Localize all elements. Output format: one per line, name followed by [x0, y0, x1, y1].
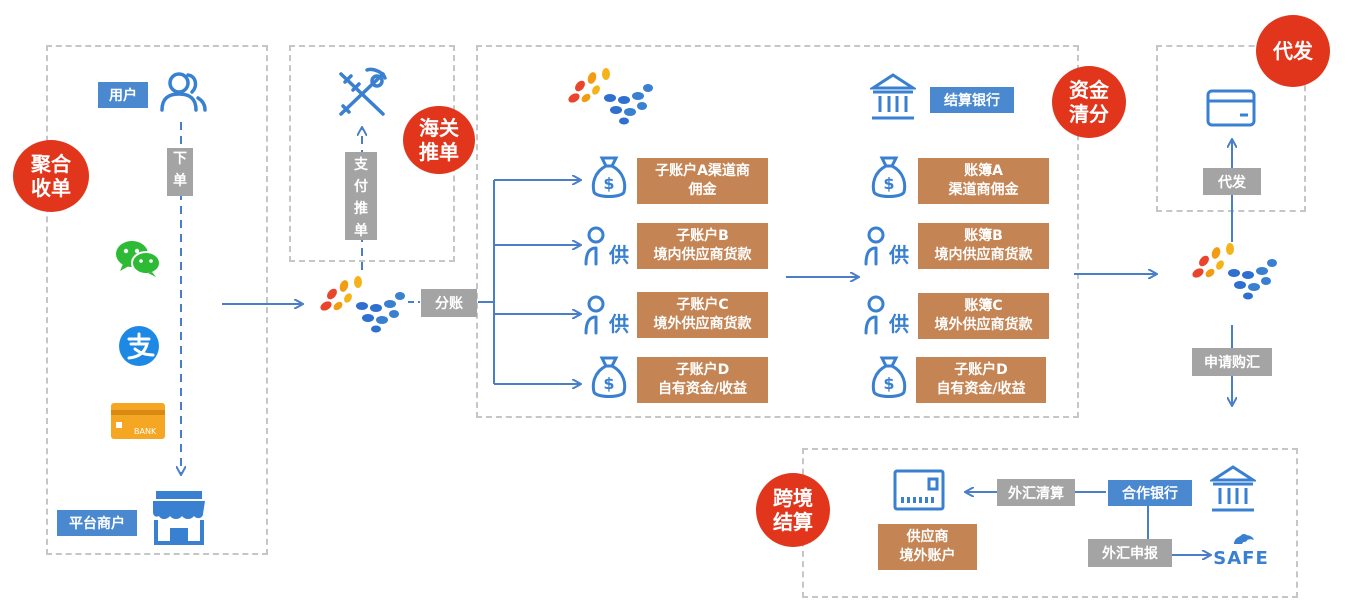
- crossborder-badge-line1: 跨境: [773, 486, 813, 510]
- split-label: 分账: [421, 289, 477, 317]
- payout-hub-logo: [1190, 243, 1278, 305]
- bank-card-text: BANK: [134, 427, 157, 436]
- sub-account-a-line1: 子账户A渠道商: [655, 163, 750, 179]
- customs-badge-line1: 海关: [419, 116, 459, 140]
- ledger-b: 账簿B 境内供应商货款: [918, 223, 1049, 269]
- customs-badge-line2: 推单: [419, 140, 459, 164]
- supplier-icon-ledger-b: 供: [864, 226, 914, 270]
- supplier-glyph-ledger-b: 供: [888, 243, 909, 266]
- crossborder-badge-line2: 结算: [773, 510, 813, 534]
- order-label-char2: 单: [173, 173, 187, 189]
- payment-push-char3: 推: [354, 201, 368, 217]
- partner-bank-label: 合作银行: [1108, 480, 1192, 506]
- payout-badge-text: 代发: [1273, 39, 1313, 63]
- sub-account-b: 子账户B 境内供应商货款: [637, 223, 768, 269]
- payment-push-char1: 支: [354, 157, 368, 173]
- ledger-d: 子账户D 自有资金/收益: [916, 357, 1046, 403]
- payment-push-char2: 付: [354, 179, 368, 195]
- fx-clear-label: 外汇清算: [997, 479, 1075, 506]
- aggregate-badge-line2: 收单: [31, 176, 71, 200]
- fx-report-label: 外汇申报: [1088, 539, 1172, 567]
- ledger-a: 账簿A 渠道商佣金: [918, 158, 1049, 204]
- supplier-icon-ledger-c: 供: [864, 295, 914, 339]
- payout-label: 代发: [1203, 168, 1261, 195]
- user-label: 用户: [98, 82, 148, 108]
- svg-text:$: $: [603, 374, 614, 393]
- bank-card-icon: [110, 402, 166, 444]
- wechat-icon: [114, 238, 162, 282]
- svg-text:$: $: [883, 174, 894, 193]
- svg-text:$: $: [603, 174, 614, 193]
- sub-account-c: 子账户C 境外供应商货款: [637, 292, 768, 338]
- sub-account-c-line1: 子账户C: [676, 297, 729, 313]
- sub-account-d: 子账户D 自有资金/收益: [637, 357, 768, 403]
- sub-account-d-line1: 子账户D: [675, 362, 730, 378]
- sub-account-a-line2: 佣金: [688, 182, 717, 198]
- sub-account-a: 子账户A渠道商 佣金: [637, 158, 768, 204]
- store-icon: [150, 488, 208, 550]
- funds-badge-line2: 清分: [1069, 102, 1109, 126]
- ledger-c-line1: 账簿C: [964, 298, 1003, 314]
- users-icon: [158, 70, 208, 118]
- partner-bank-icon: [1207, 464, 1259, 518]
- supplier-overseas-account: 供应商 境外账户: [878, 524, 977, 570]
- payment-hub-logo: [318, 276, 406, 338]
- supplier-glyph-ledger-c: 供: [888, 312, 909, 335]
- ledger-d-line1: 子账户D: [954, 362, 1008, 378]
- merchant-label: 平台商户: [57, 510, 137, 536]
- supplier-overseas-line1: 供应商: [906, 529, 949, 545]
- pos-terminal-icon: [893, 469, 945, 515]
- bank-building-icon: [867, 72, 919, 126]
- order-label-char1: 下: [173, 151, 187, 167]
- sub-account-b-line1: 子账户B: [676, 228, 729, 244]
- sub-account-c-line2: 境外供应商货款: [653, 316, 752, 332]
- supplier-glyph-b: 供: [608, 243, 629, 266]
- money-bag-icon-d: $: [590, 356, 628, 404]
- ledger-d-line2: 自有资金/收益: [936, 381, 1026, 397]
- money-bag-icon-a: $: [590, 156, 628, 204]
- supplier-icon-b: 供: [584, 226, 634, 270]
- svg-text:$: $: [883, 374, 894, 393]
- supplier-glyph-c: 供: [608, 312, 629, 335]
- settle-bank-label: 结算银行: [930, 87, 1014, 113]
- aggregate-section: [46, 45, 268, 555]
- order-label: 下 单: [167, 148, 193, 196]
- supplier-icon-c: 供: [584, 295, 634, 339]
- aggregate-badge-line1: 聚合: [31, 152, 71, 176]
- payment-push-label: 支 付 推 单: [345, 152, 377, 240]
- customs-badge: 海关 推单: [403, 106, 475, 174]
- supplier-overseas-line2: 境外账户: [899, 548, 956, 564]
- ledger-c: 账簿C 境外供应商货款: [918, 293, 1049, 339]
- ledger-a-line2: 渠道商佣金: [948, 182, 1019, 198]
- payout-card-icon: [1206, 89, 1256, 133]
- funds-badge: 资金 清分: [1052, 66, 1126, 138]
- customs-emblem-icon: [333, 66, 391, 124]
- sub-account-b-line2: 境内供应商货款: [653, 247, 752, 263]
- ledger-b-line2: 境内供应商货款: [934, 247, 1033, 263]
- sub-account-d-line2: 自有资金/收益: [657, 381, 748, 397]
- payout-badge: 代发: [1256, 15, 1330, 87]
- money-bag-icon-ledger-a: $: [870, 156, 908, 204]
- payment-push-char4: 单: [354, 223, 368, 239]
- funds-section: [476, 45, 1079, 418]
- funds-hub-logo: [566, 68, 654, 130]
- funds-badge-line1: 资金: [1069, 78, 1109, 102]
- ledger-b-line1: 账簿B: [964, 228, 1003, 244]
- ledger-c-line2: 境外供应商货款: [934, 317, 1033, 333]
- alipay-icon: [118, 325, 160, 371]
- safe-logo-icon: [1212, 530, 1270, 578]
- aggregate-badge: 聚合 收单: [13, 140, 89, 212]
- ledger-a-line1: 账簿A: [964, 163, 1003, 179]
- fx-apply-label: 申请购汇: [1192, 348, 1272, 376]
- money-bag-icon-ledger-d: $: [870, 356, 908, 404]
- safe-logo-text: SAFE: [1213, 548, 1269, 569]
- crossborder-badge: 跨境 结算: [756, 473, 830, 547]
